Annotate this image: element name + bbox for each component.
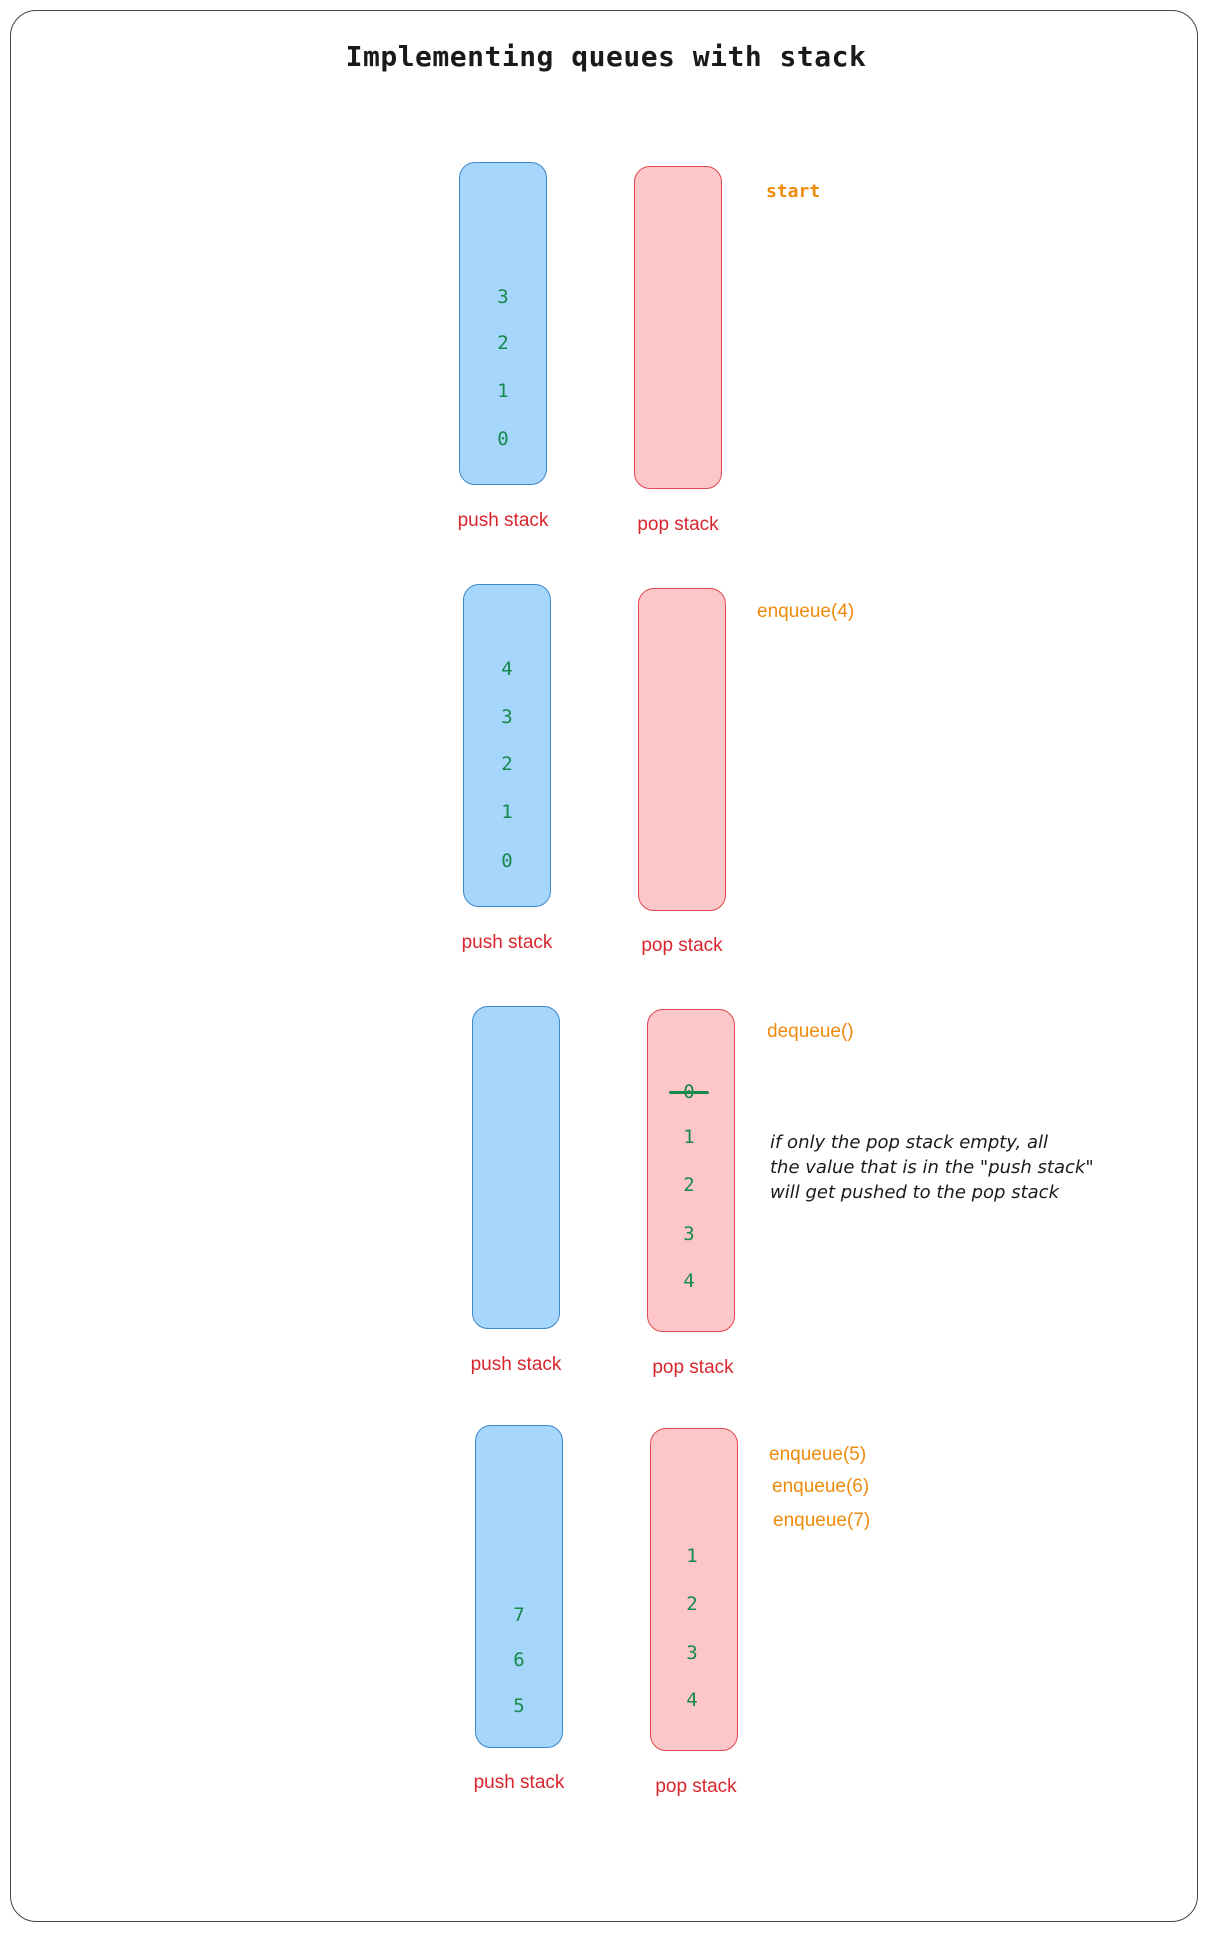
push-stack-value: 0	[501, 850, 513, 872]
operation-label: enqueue(6)	[772, 1476, 870, 1497]
operation-label: enqueue(4)	[757, 601, 855, 622]
push-stack-value: 3	[497, 286, 509, 308]
push-stack-value: 2	[497, 332, 509, 354]
operation-label: start	[766, 181, 821, 202]
pop-stack-step-4	[650, 1428, 738, 1751]
pop-stack-step-3	[647, 1009, 735, 1332]
push-stack-value: 1	[501, 801, 513, 823]
push-stack-value: 5	[513, 1695, 525, 1717]
pop-stack-step-2	[638, 588, 726, 911]
pop-stack-label: pop stack	[652, 1357, 734, 1378]
push-stack-label: push stack	[473, 1772, 565, 1793]
pop-stack-value: 4	[686, 1689, 698, 1711]
diagram-frame	[10, 10, 1198, 1922]
note-line: the value that is in the "push stack"	[770, 1157, 1094, 1178]
pop-stack-label: pop stack	[637, 514, 719, 535]
pop-stack-value: 3	[683, 1223, 695, 1245]
push-stack-step-1	[459, 162, 547, 485]
push-stack-step-2	[463, 584, 551, 907]
operation-label: enqueue(7)	[773, 1510, 871, 1531]
push-stack-value: 0	[497, 428, 509, 450]
push-stack-step-4	[475, 1425, 563, 1748]
pop-stack-value: 1	[686, 1545, 698, 1567]
pop-stack-value: 1	[683, 1126, 695, 1148]
pop-stack-value: 2	[683, 1174, 695, 1196]
push-stack-value: 3	[501, 706, 513, 728]
push-stack-value: 6	[513, 1649, 525, 1671]
pop-stack-label: pop stack	[641, 935, 723, 956]
pop-stack-value: 2	[686, 1593, 698, 1615]
push-stack-value: 7	[513, 1604, 525, 1626]
pop-stack-step-1	[634, 166, 722, 489]
pop-stack-label: pop stack	[655, 1776, 737, 1797]
push-stack-label: push stack	[457, 510, 549, 531]
pop-stack-value: 4	[683, 1270, 695, 1292]
push-stack-label: push stack	[470, 1354, 562, 1375]
diagram-title: Implementing queues with stack	[345, 40, 867, 73]
operation-label: enqueue(5)	[769, 1444, 867, 1465]
push-stack-value: 1	[497, 380, 509, 402]
push-stack-label: push stack	[461, 932, 553, 953]
pop-stack-value: 3	[686, 1642, 698, 1664]
operation-label: dequeue()	[767, 1021, 854, 1042]
note-line: if only the pop stack empty, all	[770, 1132, 1049, 1153]
annotation-note: if only the pop stack empty, all the val…	[770, 1130, 1170, 1205]
push-stack-step-3	[472, 1006, 560, 1329]
note-line: will get pushed to the pop stack	[770, 1182, 1059, 1203]
push-stack-value: 4	[501, 658, 513, 680]
push-stack-value: 2	[501, 753, 513, 775]
removed-value: 0	[645, 1081, 733, 1103]
